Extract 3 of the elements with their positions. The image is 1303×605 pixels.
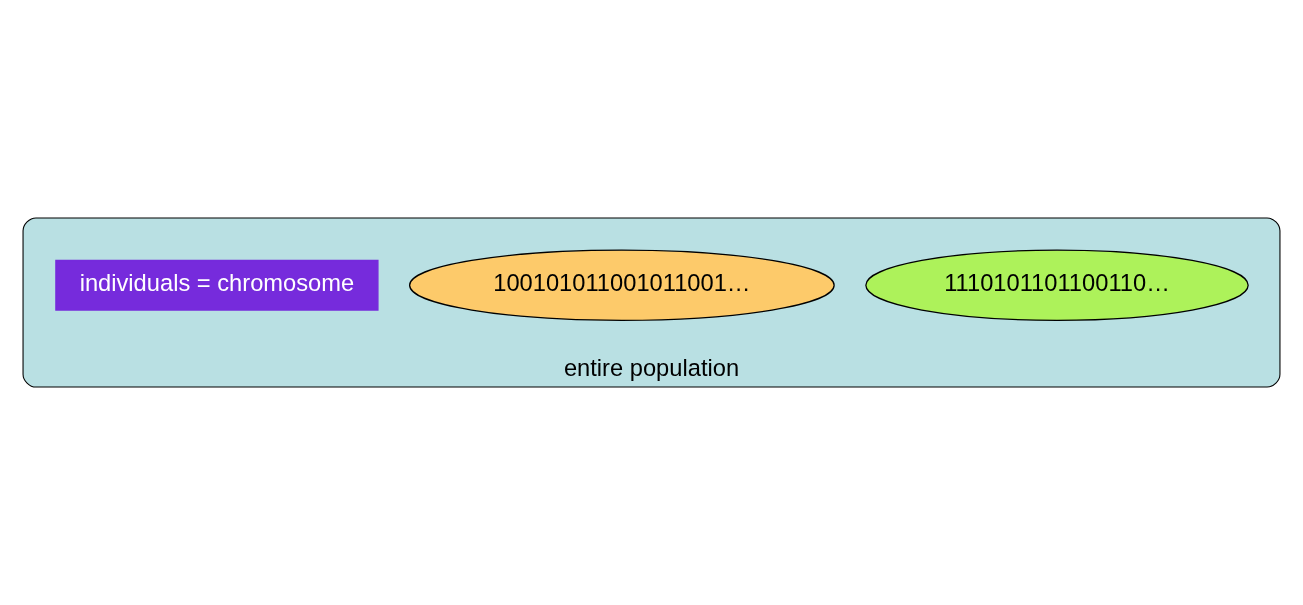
node-ellipse: 1110101101100110… xyxy=(865,249,1249,321)
node-box: individuals = chromosome xyxy=(55,259,379,311)
node-ellipse: 100101011001011001… xyxy=(409,249,835,321)
